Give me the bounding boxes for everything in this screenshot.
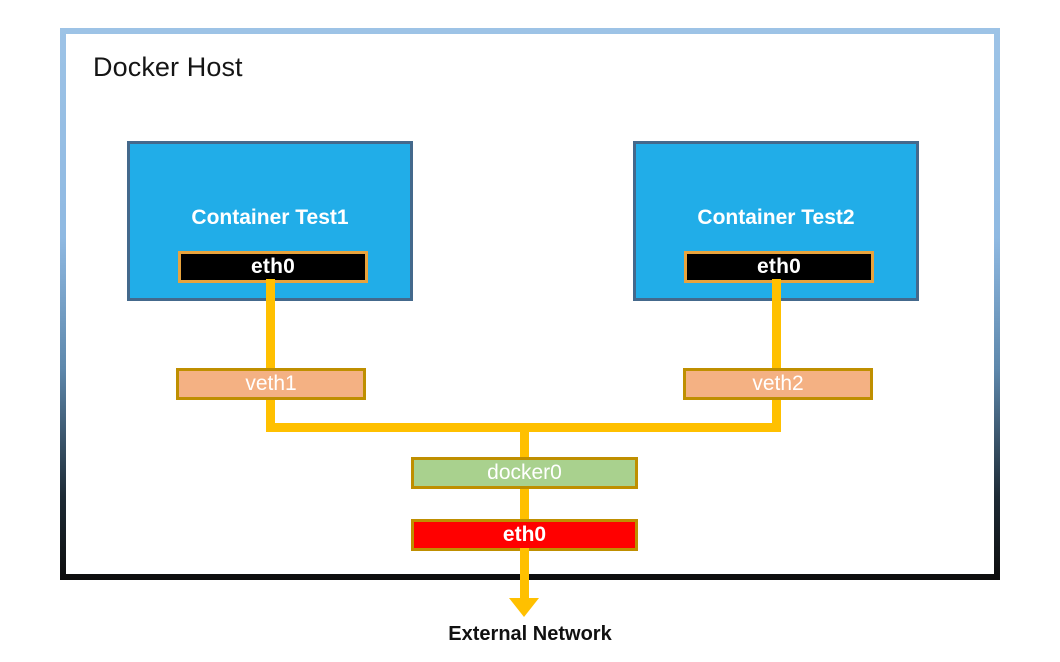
wire-container1-to-veth1 xyxy=(266,279,275,372)
wire-container2-to-veth2 xyxy=(772,279,781,372)
external-network-arrow-icon xyxy=(509,598,539,617)
veth2-bar[interactable]: veth2 xyxy=(683,368,873,400)
container-label-test1: Container Test1 xyxy=(191,206,349,229)
docker-host-frame xyxy=(60,28,1000,580)
wire-bus-to-docker0 xyxy=(520,423,529,461)
container-box-test2[interactable]: Container Test2 eth0 xyxy=(633,141,919,301)
container-test1-eth0-interface[interactable]: eth0 xyxy=(178,251,368,283)
host-eth0-bar[interactable]: eth0 xyxy=(411,519,638,551)
container-label-test2: Container Test2 xyxy=(697,206,855,229)
wire-veth1-to-bus xyxy=(266,396,275,432)
wire-docker0-to-eth0 xyxy=(520,486,529,523)
external-network-label: External Network xyxy=(448,623,612,645)
docker-host-title: Docker Host xyxy=(93,52,243,82)
container-test2-eth0-interface[interactable]: eth0 xyxy=(684,251,874,283)
wire-veth2-to-bus xyxy=(772,396,781,432)
container-box-test1[interactable]: Container Test1 eth0 xyxy=(127,141,413,301)
docker0-bridge-bar[interactable]: docker0 xyxy=(411,457,638,489)
veth1-bar[interactable]: veth1 xyxy=(176,368,366,400)
external-network-arrow-shaft xyxy=(520,548,529,602)
